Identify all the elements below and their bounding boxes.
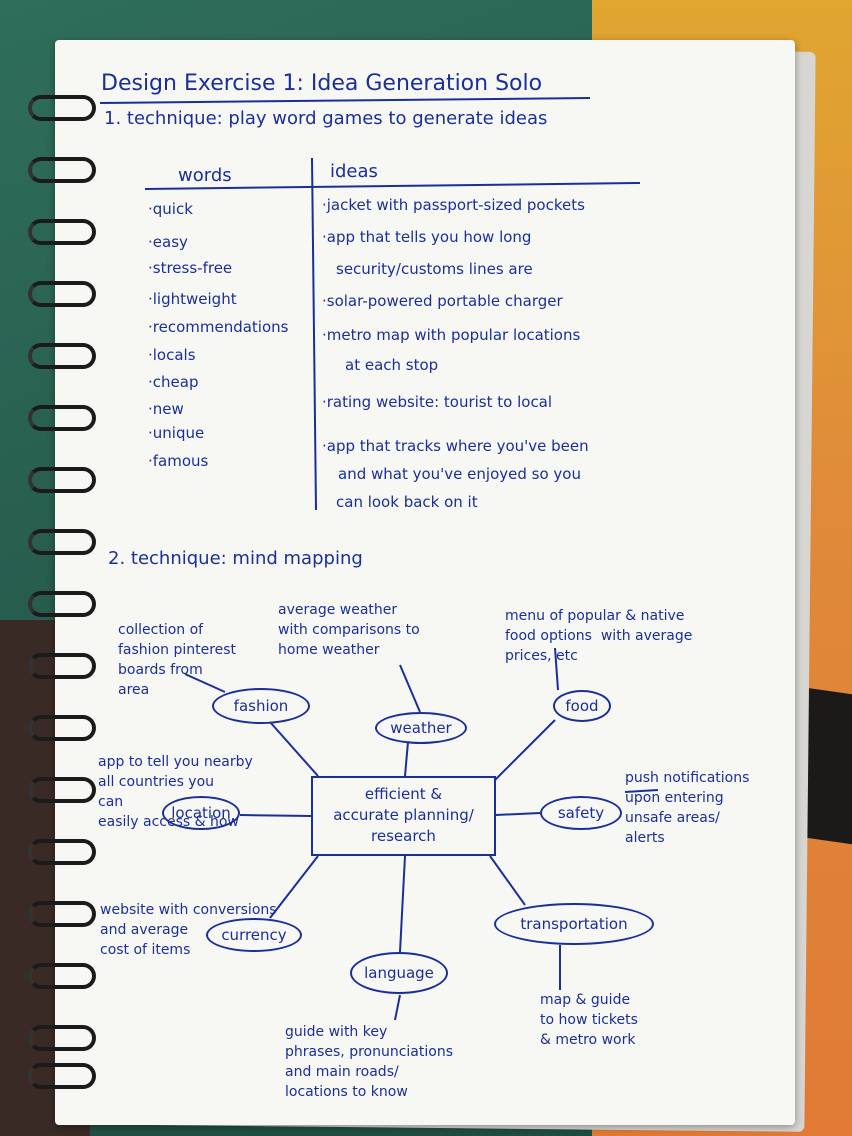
connector-location — [239, 814, 312, 817]
node-language: language — [350, 952, 448, 994]
mindmap-center: efficient & accurate planning/ research — [311, 776, 496, 856]
technique1-heading: 1. technique: play word games to generat… — [104, 108, 548, 129]
word-item: ·cheap — [148, 373, 199, 391]
idea-item: ·rating website: tourist to local — [322, 393, 553, 411]
idea-item: and what you've enjoyed so you — [338, 465, 581, 483]
ring — [28, 219, 96, 245]
node-fashion: fashion — [212, 688, 310, 724]
connector-language — [399, 855, 406, 953]
ideas-column-header: ideas — [330, 161, 378, 182]
note-weather: average weather with comparisons to home… — [278, 602, 420, 658]
ring — [28, 343, 96, 369]
connector-weather — [404, 741, 409, 777]
note-fashion: collection of fashion pinterest boards f… — [118, 622, 237, 698]
connector-food — [494, 719, 556, 781]
connector-safety — [495, 812, 541, 816]
node-location: location — [162, 796, 240, 830]
note-food: menu of popular & native food options wi… — [505, 608, 693, 664]
ring — [28, 715, 96, 741]
connector-currency — [269, 855, 319, 919]
connector-fashion — [269, 721, 319, 777]
node-food: food — [553, 690, 611, 722]
leader-food — [554, 647, 559, 691]
idea-item: ·jacket with passport-sized pockets — [322, 196, 585, 214]
ring — [28, 901, 96, 927]
word-item: ·famous — [148, 452, 209, 470]
word-item: ·unique — [148, 424, 205, 442]
leader-language — [394, 994, 401, 1021]
connector-transportation — [489, 855, 526, 906]
node-currency: currency — [206, 918, 302, 952]
ring — [28, 963, 96, 989]
page-title: Design Exercise 1: Idea Generation Solo — [101, 71, 543, 96]
word-item: ·recommendations — [148, 318, 289, 336]
note-language: guide with key phrases, pronunciations a… — [285, 1024, 453, 1100]
ring — [28, 281, 96, 307]
idea-item: can look back on it — [336, 493, 478, 511]
ring — [28, 405, 96, 431]
ring — [28, 777, 96, 803]
ring — [28, 839, 96, 865]
spiral-binding — [28, 95, 98, 1095]
leader-weather — [399, 664, 421, 713]
ring — [28, 653, 96, 679]
notebook-page — [55, 40, 795, 1125]
word-item: ·lightweight — [148, 290, 237, 308]
word-item: ·stress-free — [148, 259, 233, 277]
leader-fashion — [184, 673, 226, 693]
words-column-header: words — [178, 165, 232, 186]
idea-item: ·solar-powered portable charger — [322, 292, 563, 310]
word-item: ·locals — [148, 346, 196, 364]
table-header-rule — [144, 182, 641, 190]
ring — [28, 1025, 96, 1051]
word-item: ·new — [148, 400, 184, 418]
title-underline — [99, 97, 591, 104]
node-safety: safety — [540, 796, 622, 830]
idea-item: ·metro map with popular locations — [322, 326, 581, 344]
note-safety: push notifications upon entering unsafe … — [625, 770, 750, 846]
table-divider — [311, 157, 317, 511]
node-weather: weather — [375, 712, 467, 744]
node-transportation: transportation — [494, 903, 654, 945]
ring — [28, 591, 96, 617]
word-item: ·easy — [148, 233, 188, 251]
ring — [28, 529, 96, 555]
word-item: ·quick — [148, 200, 193, 218]
ring — [28, 95, 96, 121]
ring — [28, 467, 96, 493]
note-location: app to tell you nearby all countries you… — [98, 754, 253, 830]
note-transportation: map & guide to how tickets & metro work — [540, 992, 638, 1048]
idea-item: ·app that tracks where you've been — [322, 437, 589, 455]
idea-item: security/customs lines are — [336, 260, 533, 278]
note-currency: website with conversions and average cos… — [100, 902, 277, 958]
ring — [28, 157, 96, 183]
idea-item: ·app that tells you how long — [322, 228, 532, 246]
technique2-heading: 2. technique: mind mapping — [108, 548, 363, 569]
idea-item: at each stop — [345, 356, 439, 374]
leader-safety — [624, 789, 659, 793]
ring — [28, 1063, 96, 1089]
